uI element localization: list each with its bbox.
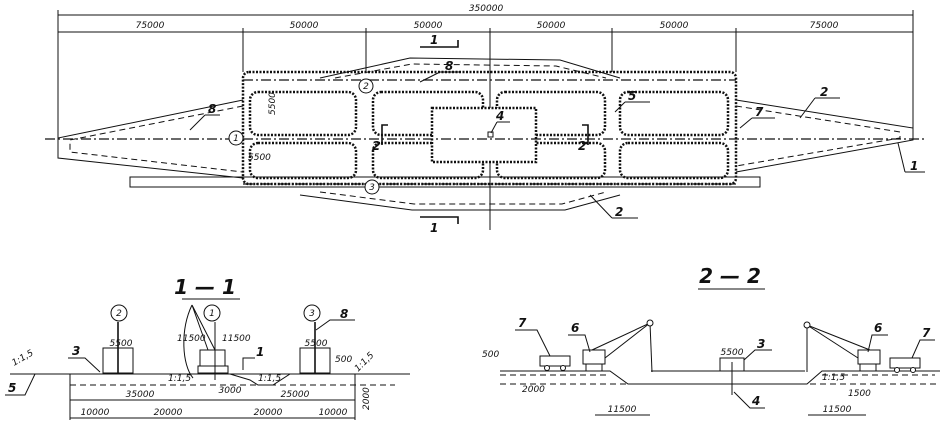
marker-2: 2 xyxy=(116,309,122,319)
dragline-excavator-icon xyxy=(582,319,654,373)
callout-7: 7 xyxy=(518,316,527,330)
section-1-1: 1 — 1 2 1 3 5500 5500 11500 11500 500 1:… xyxy=(5,275,410,420)
callout-7: 7 xyxy=(755,105,764,119)
plan-callouts: 8 8 5 4 7 2 2 1 xyxy=(189,59,925,219)
dimension-chain: 350000 75000 50000 50000 50000 50000 750… xyxy=(57,4,914,230)
dim-5500: 5500 xyxy=(248,153,271,163)
callout-5: 5 xyxy=(8,381,16,395)
section-mark-1-bottom: 1 xyxy=(430,221,438,235)
excavation-outline xyxy=(45,57,925,211)
callout-3: 3 xyxy=(72,344,80,358)
dim-2000: 2000 xyxy=(362,387,372,410)
callout-3: 3 xyxy=(757,337,765,351)
callout-8: 8 xyxy=(208,102,216,116)
dim-20000: 20000 xyxy=(254,408,283,418)
callout-7: 7 xyxy=(922,326,931,340)
section-title: 1 — 1 xyxy=(174,275,236,299)
dim-5500: 5500 xyxy=(721,348,744,358)
dim-11500: 11500 xyxy=(222,334,251,344)
callout-1: 1 xyxy=(910,159,918,173)
section-marks: 1 1 2 2 5500 5500 xyxy=(248,33,589,235)
slope: 1:1,5 xyxy=(258,374,281,384)
dim-11500: 11500 xyxy=(177,334,206,344)
dim-500: 500 xyxy=(482,350,499,360)
dim-5500: 5500 xyxy=(110,339,133,349)
section-2-2: 2 — 2 xyxy=(482,264,940,416)
callout-4: 4 xyxy=(751,394,760,408)
segment-dimension: 50000 xyxy=(537,21,566,31)
segment-dimension: 50000 xyxy=(290,21,319,31)
section-title: 2 — 2 xyxy=(699,264,761,288)
section-mark-2-right: 2 xyxy=(578,139,586,153)
dim-11500: 11500 xyxy=(823,405,852,415)
callout-1: 1 xyxy=(256,345,264,359)
marker-3: 3 xyxy=(309,309,315,319)
callout-5: 5 xyxy=(628,89,636,103)
dump-truck-icon xyxy=(539,355,571,371)
segment-dimension: 75000 xyxy=(810,21,839,31)
marker-2: 2 xyxy=(363,82,369,92)
overall-dimension: 350000 xyxy=(469,4,504,14)
route-markers: 1 2 3 xyxy=(228,78,380,195)
dim-2000: 2000 xyxy=(522,385,545,395)
dim-500: 500 xyxy=(335,355,352,365)
dragline-excavator-icon xyxy=(803,321,881,372)
marker-1: 1 xyxy=(233,134,239,144)
dim-5500: 5500 xyxy=(305,339,328,349)
callout-2: 2 xyxy=(820,85,828,99)
slope: 1:1,5 xyxy=(822,373,845,383)
dump-truck-icon xyxy=(889,357,921,373)
slope: 1:1,5 xyxy=(168,374,191,384)
section-mark-2-left: 2 xyxy=(372,139,380,153)
dim-3000: 3000 xyxy=(219,386,242,396)
excavator-icon xyxy=(183,304,229,380)
slope: 1:1,5 xyxy=(353,351,377,375)
dim-1500: 1500 xyxy=(848,389,871,399)
marker-1: 1 xyxy=(209,309,215,319)
segment-dimension: 50000 xyxy=(414,21,443,31)
plan-view: 350000 75000 50000 50000 50000 50000 750… xyxy=(45,4,925,235)
marker-3: 3 xyxy=(369,183,375,193)
dim-35000: 35000 xyxy=(126,390,155,400)
callout-6: 6 xyxy=(874,321,882,335)
dim-25000: 25000 xyxy=(281,390,310,400)
callout-2: 2 xyxy=(615,205,623,219)
slope: 1:1,5 xyxy=(11,348,36,368)
callout-8: 8 xyxy=(340,307,348,321)
dim-10000: 10000 xyxy=(81,408,110,418)
dim-5500-vertical: 5500 xyxy=(268,92,278,115)
dim-10000: 10000 xyxy=(319,408,348,418)
segment-dimension: 75000 xyxy=(136,21,165,31)
dim-11500: 11500 xyxy=(608,405,637,415)
segment-dimension: 50000 xyxy=(660,21,689,31)
section-mark-1-top: 1 xyxy=(430,33,438,47)
callout-8: 8 xyxy=(445,59,453,73)
dim-20000: 20000 xyxy=(154,408,183,418)
callout-4: 4 xyxy=(495,109,504,123)
callout-6: 6 xyxy=(571,321,579,335)
